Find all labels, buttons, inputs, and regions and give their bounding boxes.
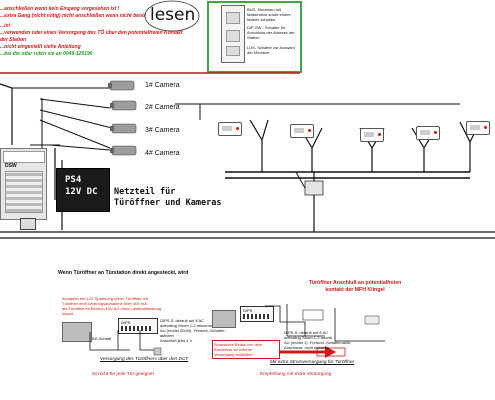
note-line: ...ist	[0, 23, 11, 29]
right-wiring	[265, 304, 385, 358]
inset-note: BUS- Klemmen mit Masseneck sowie einem M…	[247, 7, 291, 22]
relay-note-line: Schwarzes Relais von dem	[214, 342, 263, 347]
station-box	[62, 322, 92, 342]
dip-note: activating Strom 1-2 ankommen	[160, 323, 217, 328]
left-body-line: die Türöffner im Bereich 12V-AC ohne Las…	[62, 306, 162, 311]
power-supply: PS4 12V DC	[56, 168, 110, 212]
note-line: ...anschließen wenn kein Eingang vorgese…	[0, 6, 120, 12]
dip-note: Anschluss: nicht schalten	[284, 345, 329, 350]
dip-note: DIPS-S: default auf 8 AC	[284, 330, 329, 335]
left-body: Anzapfen bei 12V Spannung Wenn Türöffner…	[62, 296, 162, 316]
dip-note: AU (model 1): Freischl.-Schalter-aktiv	[284, 340, 351, 345]
speech-bubble-icon	[144, 0, 200, 32]
netzteil-line: Türöffner und Kameras	[114, 198, 222, 208]
inset-note: DIP-SW - Schalter für Anschluss der Adre…	[247, 25, 295, 40]
note-line-green: ...bei die oder rufen sie an 0049-126190	[0, 51, 93, 57]
cctv-camera-icon	[110, 123, 137, 134]
dvr-label: DSW	[5, 163, 17, 169]
dip-switch-block: DIPS	[240, 306, 274, 322]
indoor-monitor	[360, 128, 384, 142]
right-caption: Mit extra Stromversorgung für Türöffner	[270, 360, 355, 365]
indoor-monitor	[416, 126, 440, 140]
dvr-unit: DSW	[0, 148, 47, 220]
note-line: ...verwenden oder eines Versorgung des T…	[0, 30, 183, 43]
indoor-monitor	[290, 124, 314, 138]
inset-note: LUS- Schalter zur Auswahl der Monitore	[247, 45, 295, 55]
cctv-camera-icon	[110, 145, 137, 156]
psu-line: PS4	[65, 175, 82, 185]
left-body-line: Türöffner eine Leistungsaufnahme über 30…	[62, 301, 147, 306]
lesen-label: lesen	[150, 5, 196, 25]
left-dip-notes: DIPS-S: default auf 8 AC activating Stro…	[160, 318, 230, 343]
left-wiring	[89, 330, 162, 356]
dip-note: DIPS-S: default auf 8 AC	[160, 318, 205, 323]
left-heading: Wenn Türöffner an Türstation direkt ange…	[58, 270, 189, 276]
camera-label: 4# Camera	[145, 150, 180, 157]
distributor-box	[304, 180, 324, 196]
station-panel	[221, 5, 245, 63]
relay-note-line: Anschluss an externe	[214, 347, 253, 352]
left-body-line: Import	[62, 311, 74, 316]
dip-label: DIPS	[243, 308, 253, 313]
camera-label: 1# Camera	[145, 82, 180, 89]
camera-label: 3# Camera	[145, 127, 180, 134]
station-box	[212, 310, 236, 328]
cctv-camera-icon	[108, 80, 135, 91]
note-line: ...nicht eingestellt siehe Anleitung	[0, 44, 81, 50]
device-label: AH-Schaltt	[92, 336, 112, 341]
right-dip-notes: DIPS-S: default auf 8 AC activating Stro…	[284, 330, 364, 350]
wiring-diagram	[0, 72, 495, 239]
dip-switch-block: DIPS	[118, 318, 158, 334]
top-notes: ...anschließen wenn kein Eingang vorgese…	[0, 6, 190, 58]
relay-note-box: Schwarzes Relais von dem Anschluss an ex…	[212, 340, 280, 359]
left-body-line: Anzapfen bei 12V Spannung Wenn Türöffner…	[62, 296, 149, 301]
left-warning: ist nicht für jede Tür geeignet	[92, 372, 154, 377]
junction-box	[20, 218, 36, 230]
note-line: ...extra Gang (nicht nötig) nicht anschl…	[0, 13, 153, 19]
right-heading-line: kontakt der MFH Klingel	[325, 287, 385, 293]
camera-label: 2# Camera	[145, 104, 180, 111]
relay-note-line: Versorgung schließen	[214, 352, 253, 357]
dip-note: AU (model 00/00): Freischl.-Schalter-akt…	[160, 328, 227, 338]
right-heading-line: Türöffner Anschluß an potentialfreien	[308, 280, 402, 286]
right-heading: Türöffner Anschluß an potentialfreien ko…	[260, 280, 450, 294]
dip-label: DIPS	[121, 320, 131, 325]
right-recommendation: Empfehlung mit extra Versorgung	[260, 372, 332, 377]
dip-note: Anschluß jetzt 4 V	[160, 338, 193, 343]
left-caption: Versorgung des Türöffners über den DCT	[100, 357, 189, 362]
psu-line: 12V DC	[65, 187, 98, 197]
indoor-monitor	[466, 121, 490, 135]
camera-group: 1# Camera 2# Camera 3# Camera 4# Camera	[108, 80, 248, 170]
cctv-camera-icon	[110, 100, 137, 111]
netzteil-line: Netzteil für	[114, 187, 176, 197]
indoor-monitor	[218, 122, 242, 136]
dip-note: activating Strom 1-2 anschl.	[284, 335, 334, 340]
inset-legend: BUS- Klemmen mit Masseneck sowie einem M…	[207, 1, 302, 73]
